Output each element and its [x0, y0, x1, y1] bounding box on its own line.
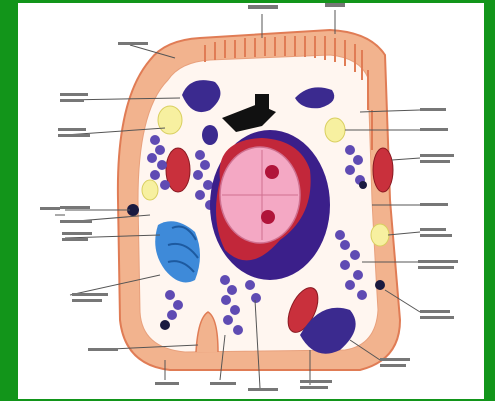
lysosome-1 [202, 125, 218, 145]
lysosome-4 [160, 320, 170, 330]
vacuole-4 [142, 180, 158, 200]
chromatin-dot-1 [265, 165, 279, 179]
mitochondrion-right [373, 148, 393, 192]
vacuole-2 [325, 118, 345, 142]
chromatin-dot-2 [261, 210, 275, 224]
vacuole-3 [371, 224, 389, 246]
vacuole-1 [158, 106, 182, 134]
centriole-bar [255, 94, 269, 112]
lysosome-5 [359, 181, 367, 189]
lysosome-3 [375, 280, 385, 290]
nucleus [210, 130, 330, 280]
